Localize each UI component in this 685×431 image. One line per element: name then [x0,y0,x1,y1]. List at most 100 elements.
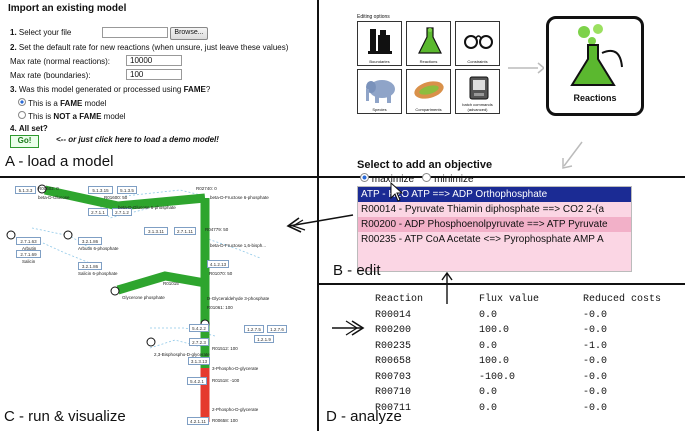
panel-c-label: C - run & visualize [4,408,126,425]
table-cell: 0.0 [479,387,498,399]
list-item[interactable]: R00014 - Pyruvate Thiamin diphosphate ==… [361,204,605,215]
enzyme-node[interactable]: 2.7.1.63 [16,237,41,245]
batch-commands-caption: batch commands (advanced) [462,102,493,112]
metabolite-label: beta-D-Fructose 1,6-bisph... [210,243,267,248]
constraints-option[interactable]: Constraints [455,21,500,66]
handcuffs-icon [464,35,493,49]
metabolite-label: D-Glyceraldehyde 3-phosphate [207,296,270,301]
enzyme-node[interactable]: 1.2.1.9 [254,335,274,343]
step-2-text: Set the default rate for new reactions (… [18,43,289,52]
metabolite-label: Salicin [22,259,36,264]
metabolite-label: beta-D-Glucose 6-phosphate [118,205,176,210]
step-3-num: 3. [10,85,17,94]
minimize-label: minimize [434,174,474,185]
enzyme-node[interactable]: 5.4.2.2 [189,324,209,332]
enzyme-node[interactable]: 2.7.1.2 [112,208,132,216]
reaction-label: R04779: 50 [205,227,229,232]
table-cell: -0.0 [583,387,608,399]
batch-commands-option[interactable]: batch commands (advanced) [455,69,500,114]
maximize-radio[interactable] [360,173,369,182]
metabolite-label: beta-D-Fructose 6-phosphate [210,195,269,200]
demo-model-link[interactable]: <-- or just click here to load a demo mo… [56,135,219,144]
step-4-text: All set? [18,124,48,133]
radio-fame[interactable] [18,98,26,106]
metabolite-label: 3-Phospho-D-glycerate [212,366,259,371]
enzyme-node[interactable]: 5.1.3.15 [88,186,113,194]
grid-to-card-arrow-icon [508,62,544,74]
metabolite-label: 2-Phospho-D-glycerate [212,407,259,412]
enzyme-node[interactable]: 5.1.3.5 [117,186,137,194]
max-rate-boundaries-input[interactable]: 100 [126,69,182,80]
reaction-flask-icon [570,24,623,86]
minimize-radio[interactable] [422,173,432,182]
list-item[interactable]: R00235 - ATP CoA Acetate <=> Pyrophospha… [361,234,604,245]
table-cell: R00200 [375,325,412,337]
flux-results-table: Reaction Flux value Reduced costs R00014… [375,292,673,416]
step-1-text: Select your file [18,28,72,37]
boundaries-icon [368,29,392,54]
enzyme-node[interactable]: 2.7.1.11 [174,227,196,235]
reaction-label: R01518: -100 [212,378,240,383]
radio-fame-post: model [82,99,107,108]
enzyme-node[interactable]: 3.2.1.86 [78,237,102,245]
step-2-num: 2. [10,43,17,52]
step-3-post: ? [205,85,211,94]
radio-fame-bold: FAME [60,99,83,108]
list-item[interactable]: ATP - H2O ATP ==> ADP Orthophosphate [358,187,631,202]
radio-not-fame-option[interactable]: This is NOT a FAME model [18,111,125,121]
species-option[interactable]: Species [357,69,402,114]
enzyme-node[interactable]: 5.1.3.3 [15,186,36,194]
max-rate-normal-input[interactable]: 10000 [126,55,182,66]
table-cell: R00711 [375,402,412,414]
metabolite-label: beta-D-Glucose [38,195,70,200]
enzyme-node[interactable]: 1.2.7.6 [267,325,287,333]
reaction-select-list[interactable]: ATP - H2O ATP ==> ADP Orthophosphate R00… [357,186,632,272]
boundaries-option[interactable]: Boundaries [357,21,402,66]
metabolite-label: 2,3-Bisphospho-D-glycerate [154,352,210,357]
reactions-card[interactable]: Reactions [546,16,644,116]
enzyme-node[interactable]: 3.2.1.86 [78,262,102,270]
pathway-map[interactable] [0,178,317,431]
enzyme-node[interactable]: 2.7.1.69 [16,250,41,258]
panel-a-title: Import an existing model [8,3,127,14]
go-button[interactable]: Go! [10,135,39,148]
column-header: Reaction [375,294,424,306]
max-rate-boundaries-label: Max rate (boundaries): [10,71,91,80]
table-header-row: Reaction Flux value Reduced costs [375,292,673,308]
enzyme-node[interactable]: 4.2.1.11 [187,417,209,425]
table-cell: -0.0 [583,371,608,383]
radio-not-fame[interactable] [18,111,26,119]
table-cell: -0.0 [583,325,608,337]
enzyme-node[interactable]: 3.1.3.13 [188,357,210,365]
enzyme-node[interactable]: 1.2.7.5 [244,325,264,333]
reaction-label: R02740: 0 [196,186,217,191]
table-cell: 0.0 [479,340,498,352]
table-cell: 0.0 [479,402,498,414]
species-caption: Species [372,107,387,112]
table-row: R00658 100.0 -0.0 [375,354,673,370]
reactions-option[interactable]: Reactions [406,21,451,66]
table-row: R00711 0.0 -0.0 [375,401,673,417]
enzyme-node[interactable]: 5.4.2.1 [187,377,207,385]
radio-fame-option[interactable]: This is a FAME model [18,98,106,108]
browse-button[interactable]: Browse... [170,27,208,40]
list-item[interactable]: R00200 - ADP Phosphoenolpyruvate ==> ATP… [358,217,631,232]
max-rate-normal-label: Max rate (normal reactions): [10,57,111,66]
enzyme-node[interactable]: 4.1.2.13 [207,260,229,268]
visualize-to-analyze-arrow-icon [332,320,365,336]
step-3-pre: Was this model generated or processed us… [18,85,184,94]
table-cell: -0.0 [583,309,608,321]
metabolite-label: Glycerone phosphate [122,295,165,300]
step-3: 3. Was this model generated or processed… [10,85,210,94]
compartments-option[interactable]: Compartments [406,69,451,114]
table-cell: R00658 [375,356,412,368]
reaction-label: R01070: 50 [209,271,233,276]
flask-icon [418,27,442,54]
table-cell: R00710 [375,387,412,399]
enzyme-node[interactable]: 2.7.1.1 [88,208,108,216]
enzyme-node[interactable]: 3.1.3.11 [144,227,168,235]
file-path-input[interactable] [102,27,168,38]
enzyme-node[interactable]: 2.7.2.3 [189,338,209,346]
step-1-num: 1. [10,28,17,37]
step-4: 4. All set? [10,124,48,133]
